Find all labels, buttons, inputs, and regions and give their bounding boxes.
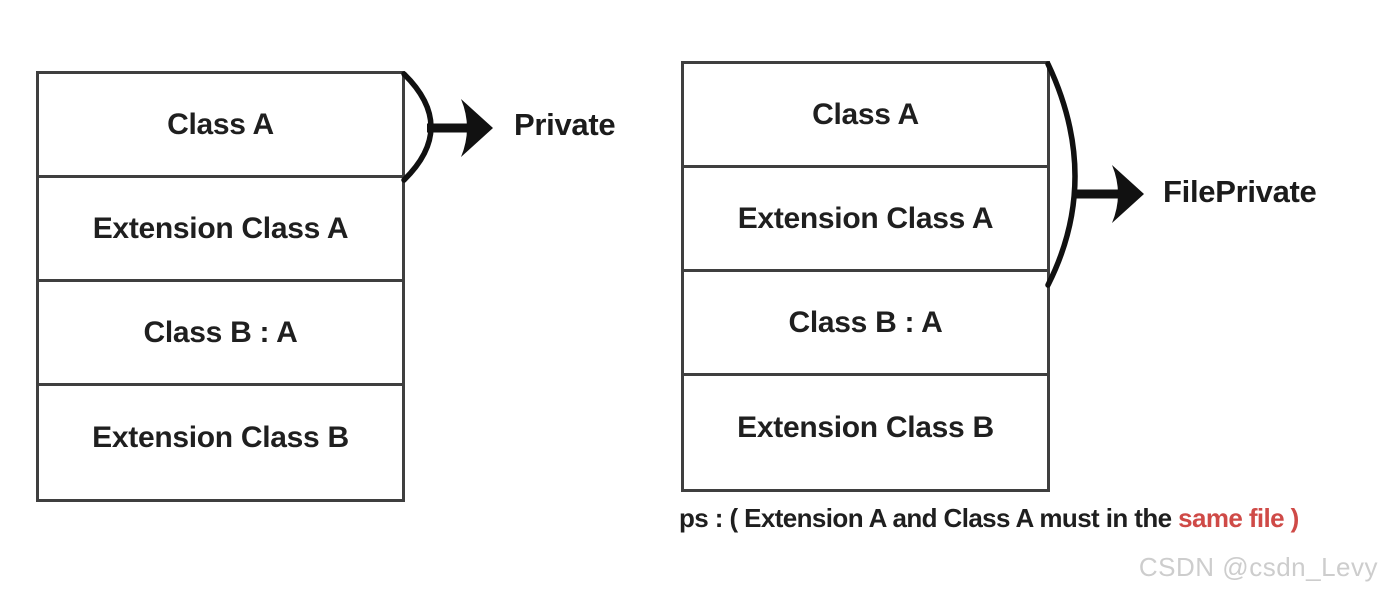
ps-note-text: ps : ( Extension A and Class A must in t…: [679, 503, 1179, 533]
right-row-class-b: Class B : A: [684, 272, 1047, 376]
right-row-extension-class-b-label: Extension Class B: [737, 411, 994, 444]
right-row-class-b-label: Class B : A: [788, 305, 943, 339]
right-row-class-a-label: Class A: [812, 97, 919, 131]
csdn-watermark: CSDN @csdn_Levy: [1138, 552, 1378, 582]
right-row-extension-class-b: Extension Class B: [684, 376, 1047, 480]
left-row-extension-class-a: Extension Class A: [39, 178, 402, 282]
ps-note-highlight: same file ): [1178, 503, 1299, 533]
left-row-class-a: Class A: [39, 74, 402, 178]
left-row-class-a-label: Class A: [167, 107, 274, 141]
left-row-extension-class-b: Extension Class B: [39, 386, 402, 490]
fileprivate-arrowhead-icon: [1112, 165, 1144, 223]
left-row-extension-class-b-label: Extension Class B: [92, 421, 349, 454]
private-brace: [401, 71, 434, 183]
fileprivate-label: FilePrivate: [1163, 174, 1317, 209]
right-row-extension-class-a: Extension Class A: [684, 168, 1047, 272]
private-label: Private: [514, 107, 616, 142]
fileprivate-scope-stack: Class A Extension Class A Class B : A Ex…: [681, 61, 1050, 492]
fileprivate-brace: [1045, 61, 1078, 288]
left-row-class-b-label: Class B : A: [143, 315, 298, 349]
private-scope-stack: Class A Extension Class A Class B : A Ex…: [36, 71, 405, 502]
ps-note: ps : ( Extension A and Class A must in t…: [679, 503, 1299, 534]
left-row-class-b: Class B : A: [39, 282, 402, 386]
right-row-class-a: Class A: [684, 64, 1047, 168]
private-arrowhead-icon: [461, 99, 493, 157]
left-row-extension-class-a-label: Extension Class A: [92, 211, 349, 245]
right-row-extension-class-a-label: Extension Class A: [737, 201, 994, 235]
